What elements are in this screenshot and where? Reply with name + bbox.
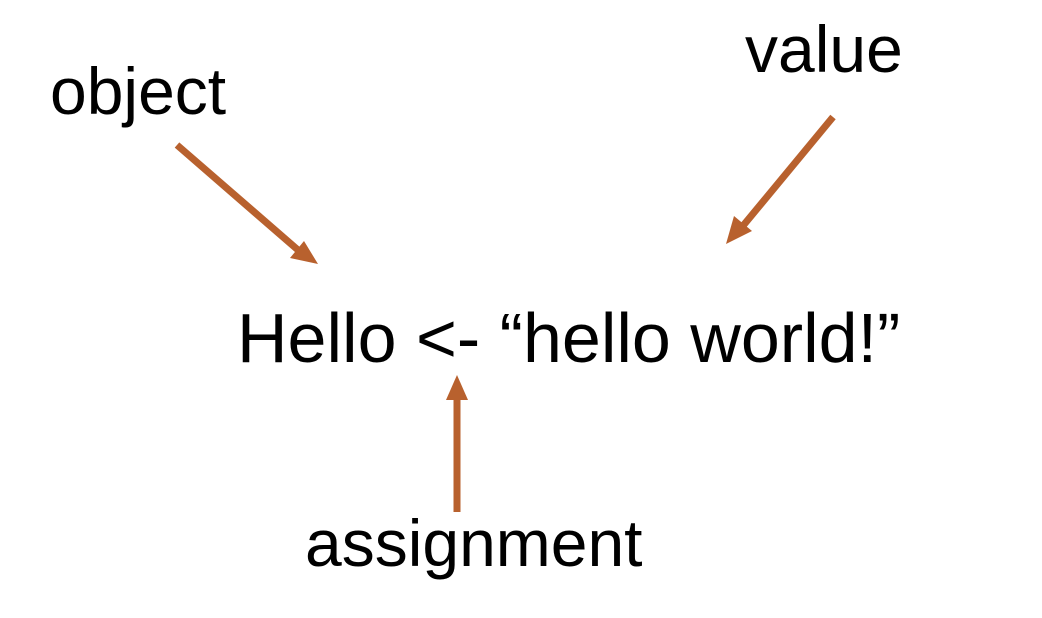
object-arrowhead [290,241,318,264]
value-arrowhead [726,216,752,244]
assignment-arrowhead [446,375,468,400]
code-string-value: “hello world!” [499,299,901,377]
code-assignment-operator: <- [415,299,481,377]
value-arrow-shaft [739,114,836,230]
code-line: Hello <- “hello world!” [237,303,900,373]
value-label: value [745,12,903,86]
assignment-label: assignment [305,506,643,580]
object-label: object [50,54,227,128]
object-arrow-shaft [174,142,301,253]
code-object-name: Hello [237,299,397,377]
